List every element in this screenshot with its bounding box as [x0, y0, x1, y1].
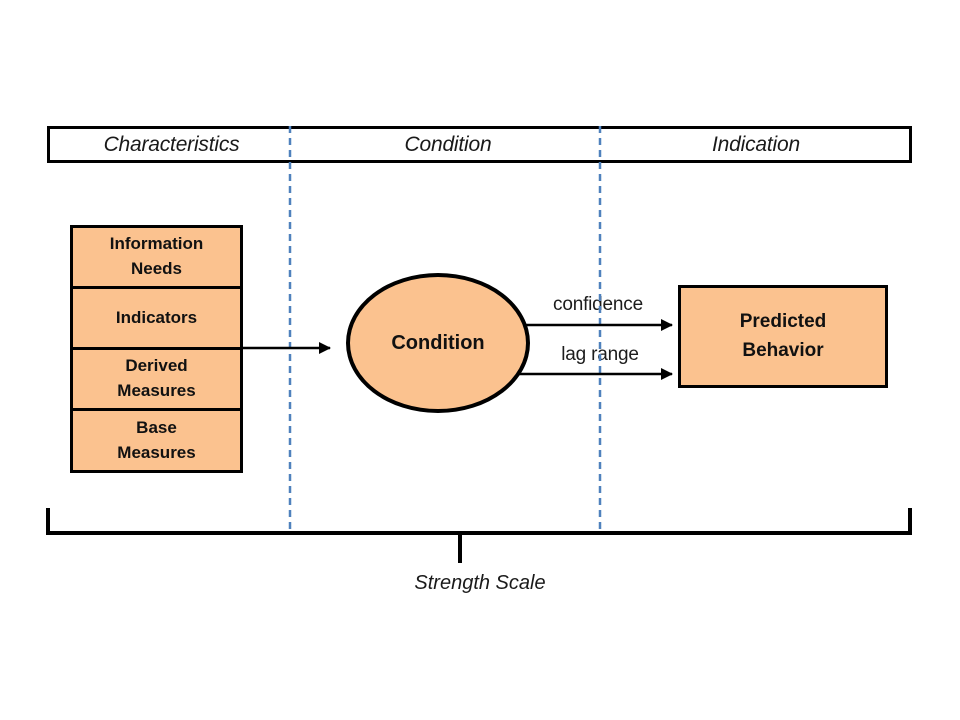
header-band: Characteristics Condition Indication	[47, 126, 912, 163]
condition-ellipse: Condition	[346, 273, 530, 413]
predicted-behavior-box: Predicted Behavior	[678, 285, 888, 388]
strength-scale-bracket	[46, 508, 912, 535]
header-cell-condition: Condition	[404, 132, 492, 156]
box-base-measures: Base Measures	[73, 408, 240, 470]
header-cell-characteristics: Characteristics	[103, 132, 240, 156]
box-information-needs: Information Needs	[73, 228, 240, 286]
box-indicators: Indicators	[73, 286, 240, 347]
header-cell-indication: Indication	[712, 132, 800, 156]
confidence-label: confidence	[553, 294, 643, 315]
box-derived-measures: Derived Measures	[73, 347, 240, 408]
lag-range-label: lag range	[561, 344, 639, 365]
condition-ellipse-label: Condition	[391, 331, 485, 354]
measures-stack: Information Needs Indicators Derived Mea…	[70, 225, 243, 473]
strength-scale-label: Strength Scale	[414, 572, 546, 594]
